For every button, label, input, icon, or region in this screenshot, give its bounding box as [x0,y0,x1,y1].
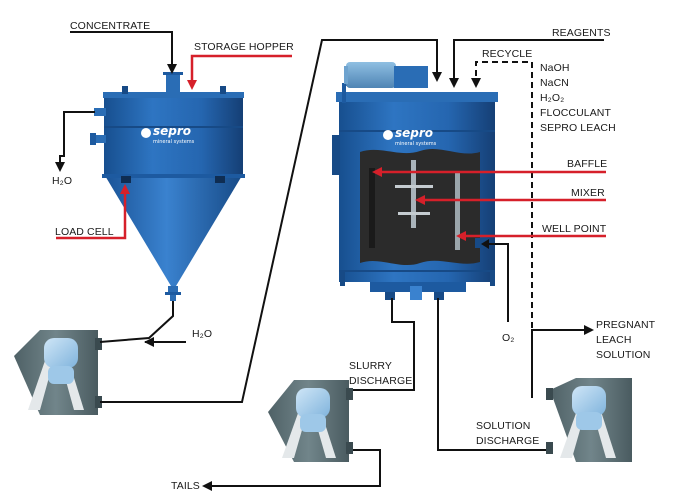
tails-label: TAILS [171,480,200,492]
hopper-brand-tagline: mineral systems [153,139,195,145]
pls-arrowhead [584,325,594,335]
reagent-list-label: NaOH NaCN H₂O₂ FLOCCULANT SEPRO LEACH [540,62,616,134]
pump-solution [546,378,632,462]
leach-tank [332,62,498,300]
pump-to-tank-line [100,39,438,403]
o2-label: O₂ [502,332,515,344]
storage-hopper [90,72,245,301]
flow-lines [59,31,604,487]
tank-brand-tagline: mineral systems [395,141,437,147]
tank-feed-arrowhead [432,72,442,82]
recycle-arrowhead [471,78,481,88]
solution-discharge-label: SOLUTION DISCHARGE [476,420,540,447]
h2o-left-label: H₂O [52,175,73,187]
concentrate-arrowhead [167,64,177,74]
load-cell-label: LOAD CELL [55,226,114,238]
o2-line [489,243,509,322]
pump-slurry [268,380,353,462]
hopper-brand-name: sepro [153,124,192,138]
tank-brand-name: sepro [395,126,434,140]
well-point-label: WELL POINT [542,223,607,235]
h2o-bottom-arrowhead [144,337,154,347]
storage-hopper-callout [190,54,292,84]
pump-left [14,330,102,415]
reagents-arrowhead [449,78,459,88]
hopper-sepro-logo [141,128,151,138]
o2-arrowhead [481,239,489,249]
recycle-label: RECYCLE [482,48,533,60]
baffle-label: BAFFLE [567,158,608,170]
hopper-to-pump-line [99,301,174,343]
h2o-hopper-line [59,111,95,164]
pregnant-leach-solution-label: PREGNANT LEACH SOLUTION [596,319,656,361]
h2o-left-arrowhead [55,162,65,172]
tails-arrowhead [202,481,212,491]
storage-hopper-label: STORAGE HOPPER [194,41,294,53]
slurry-discharge-label: SLURRY DISCHARGE [349,360,413,387]
reagents-label: REAGENTS [552,27,611,39]
reagents-line [453,39,604,84]
load-cell-callout [56,190,127,240]
concentrate-label: CONCENTRATE [70,20,151,32]
solution-discharge-line [437,298,546,451]
slurry-discharge-line [353,298,415,391]
h2o-bottom-label: H₂O [192,328,213,340]
tank-sepro-logo [383,130,393,140]
tails-line [210,449,381,487]
recycle-line [475,61,533,378]
callout-lines [56,54,606,240]
flow-arrowheads [55,64,594,491]
callout-arrowheads [120,80,466,241]
mixer-label: MIXER [571,187,605,199]
concentrate-line [70,31,173,72]
